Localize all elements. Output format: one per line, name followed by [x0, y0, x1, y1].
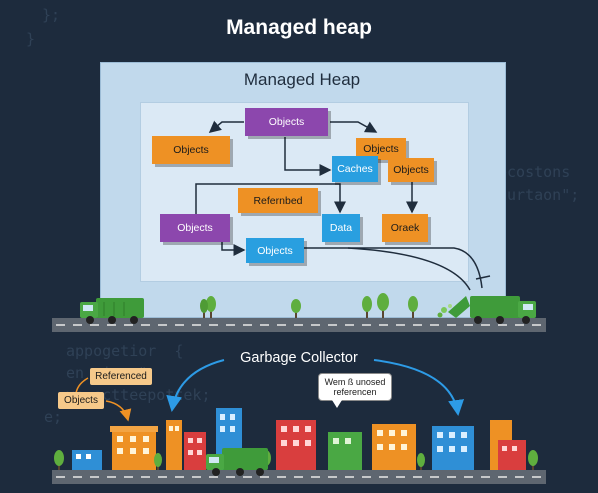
- referenced-tag: Referenced: [90, 368, 152, 385]
- page-title: Managed heap: [226, 16, 372, 39]
- gc-arrow-right: [373, 359, 465, 416]
- code-line: ecostons: [498, 163, 571, 181]
- city-building-icon: [276, 420, 316, 470]
- referenced-box: Refernbed: [238, 188, 318, 213]
- arrow-top-to-right: [330, 121, 378, 133]
- tag-arrow-2: [105, 400, 132, 422]
- path-to-truck: [302, 247, 483, 289]
- garbage-truck-icon: [206, 448, 268, 476]
- gc-arrow-left: [166, 359, 225, 412]
- tree-icon: [154, 453, 162, 470]
- code-line: e;: [44, 408, 63, 426]
- arrow-top-to-caches: [284, 137, 332, 176]
- arrow-purple-to-blue: [221, 240, 246, 256]
- tree-icon: [377, 293, 389, 318]
- garbage-truck-icon: [80, 298, 144, 324]
- code-line: }: [26, 30, 36, 48]
- city-building-icon: [184, 432, 206, 470]
- bubble-line: referencen: [333, 387, 377, 397]
- data-box: Data: [322, 214, 360, 242]
- city-building-icon: [490, 420, 526, 470]
- arrow-top-to-left: [208, 120, 244, 133]
- caches-box: Caches: [332, 156, 378, 182]
- tree-icon: [291, 299, 301, 318]
- garbage-collector-label: Garbage Collector: [240, 350, 358, 366]
- tree-icon: [206, 296, 216, 318]
- garbage-truck-icon: [437, 296, 536, 324]
- tree-icon: [54, 450, 64, 470]
- object-box-top: Objects: [245, 108, 328, 136]
- tree-icon: [362, 296, 372, 318]
- tree-icon: [408, 296, 418, 318]
- tree-icon: [528, 450, 538, 470]
- object-box-left: Objects: [152, 136, 230, 164]
- code-line: durtaon";: [498, 186, 580, 204]
- objects-tag: Objects: [58, 392, 104, 409]
- tree-icon: [417, 453, 425, 470]
- city-building-icon: [432, 426, 474, 470]
- city-building-icon: [72, 450, 102, 470]
- object-box-blue: Objects: [246, 238, 304, 263]
- bubble-line: Wem ß unosed: [324, 377, 386, 387]
- heap-title: Managed Heap: [243, 70, 361, 89]
- object-box-orange-2: Objects: [388, 158, 434, 182]
- object-box-orange-1: Objects: [356, 138, 406, 160]
- path-to-truck-2: [347, 247, 471, 291]
- code-line: };: [42, 6, 61, 24]
- city-building-icon: [110, 426, 158, 470]
- code-line: appogetior {: [66, 342, 184, 360]
- speech-bubble-tail: [332, 400, 342, 408]
- city-building-icon: [372, 424, 416, 470]
- orek-box: Oraek: [382, 214, 428, 242]
- city-building-icon: [166, 420, 182, 470]
- tree-icon: [200, 299, 208, 318]
- arrow-loop-to-data: [195, 183, 346, 215]
- object-box-purple: Objects: [160, 214, 230, 242]
- city-building-icon: [328, 432, 362, 470]
- speech-bubble: Wem ß unosed referencen: [318, 373, 392, 401]
